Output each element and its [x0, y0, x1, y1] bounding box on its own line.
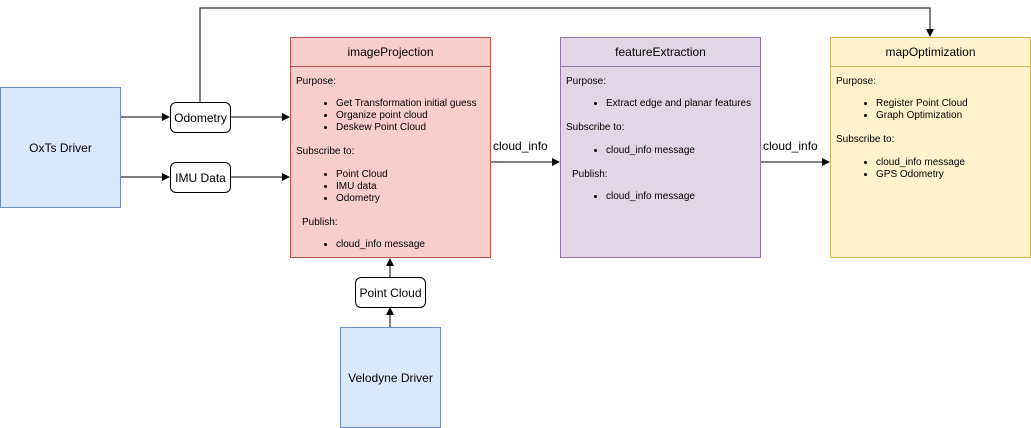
list-item: cloud_info message	[336, 239, 425, 251]
point-cloud-label: Point Cloud	[359, 285, 422, 300]
map-optimization-purpose-list: Register Point Cloud Graph Optimization	[876, 98, 968, 122]
edge-label-ip-to-fe: cloud_info	[493, 139, 548, 153]
edge-label-fe-to-mo: cloud_info	[763, 139, 818, 153]
feature-extraction-node: featureExtraction Purpose: Extract edge …	[560, 37, 761, 258]
oxts-driver-node: OxTs Driver	[0, 87, 121, 208]
image-projection-subscribe-label: Subscribe to:	[296, 146, 355, 157]
feature-extraction-publish-label: Publish:	[572, 169, 608, 180]
image-projection-purpose-list: Get Transformation initial guess Organiz…	[336, 98, 477, 134]
image-projection-node: imageProjection Purpose: Get Transformat…	[290, 37, 491, 258]
image-projection-publish-label: Publish:	[302, 217, 338, 228]
imu-data-message-box: IMU Data	[170, 162, 231, 193]
list-item: GPS Odometry	[876, 169, 965, 181]
image-projection-publish-list: cloud_info message	[336, 239, 425, 251]
list-item: Organize point cloud	[336, 110, 477, 122]
list-item: Odometry	[336, 193, 388, 205]
odometry-label: Odometry	[174, 110, 227, 125]
oxts-driver-label: OxTs Driver	[29, 140, 92, 155]
imu-data-label: IMU Data	[175, 170, 226, 185]
feature-extraction-subscribe-label: Subscribe to:	[566, 122, 625, 133]
list-item: cloud_info message	[876, 157, 965, 169]
list-item: IMU data	[336, 181, 388, 193]
velodyne-driver-node: Velodyne Driver	[340, 327, 441, 428]
map-optimization-subscribe-list: cloud_info message GPS Odometry	[876, 157, 965, 181]
velodyne-driver-label: Velodyne Driver	[348, 370, 433, 385]
map-optimization-title: mapOptimization	[831, 38, 1030, 67]
list-item: cloud_info message	[606, 191, 695, 203]
list-item: Point Cloud	[336, 169, 388, 181]
map-optimization-node: mapOptimization Purpose: Register Point …	[830, 37, 1031, 258]
image-projection-purpose-label: Purpose:	[296, 76, 337, 87]
map-optimization-purpose-label: Purpose:	[836, 76, 877, 87]
odometry-message-box: Odometry	[170, 102, 231, 133]
feature-extraction-purpose-list: Extract edge and planar features	[606, 98, 751, 110]
feature-extraction-subscribe-list: cloud_info message	[606, 145, 695, 157]
image-projection-subscribe-list: Point Cloud IMU data Odometry	[336, 169, 388, 205]
list-item: Extract edge and planar features	[606, 98, 751, 110]
point-cloud-message-box: Point Cloud	[355, 277, 426, 308]
list-item: Graph Optimization	[876, 110, 968, 122]
feature-extraction-publish-list: cloud_info message	[606, 191, 695, 203]
list-item: Register Point Cloud	[876, 98, 968, 110]
list-item: cloud_info message	[606, 145, 695, 157]
feature-extraction-purpose-label: Purpose:	[566, 76, 607, 87]
feature-extraction-title: featureExtraction	[561, 38, 760, 67]
list-item: Get Transformation initial guess	[336, 98, 477, 110]
list-item: Deskew Point Cloud	[336, 122, 477, 134]
map-optimization-subscribe-label: Subscribe to:	[836, 134, 895, 145]
image-projection-title: imageProjection	[291, 38, 490, 67]
